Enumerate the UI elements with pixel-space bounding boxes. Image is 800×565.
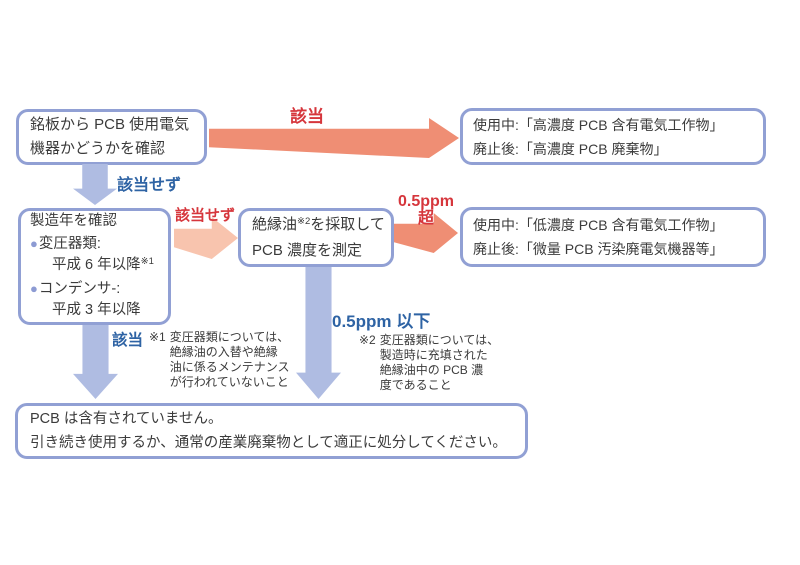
box-mfg-item1-label: 変圧器類: (38, 235, 101, 252)
footnote-1-marker: ※1 (149, 330, 166, 344)
box-manufacturing-year: 製造年を確認 ●変圧器類: 平成 6 年以降※1 ●コンデンサ-: 平成 3 年… (18, 208, 171, 325)
label-over-limit-line1: 0.5ppm (397, 193, 454, 210)
box-nameplate-line2: 機器かどうかを確認 (30, 140, 166, 157)
box-measure-line2: PCB 濃度を測定 (252, 241, 363, 259)
footnote-2-marker: ※2 (359, 333, 376, 347)
label-over-limit: 0.5ppm 超 (394, 193, 458, 227)
box-no-pcb-result: PCB は含有されていません。 引き続き使用するか、通常の産業廃棄物として適正に… (15, 403, 528, 459)
box-mfg-title: 製造年を確認 (30, 213, 117, 230)
box-low-line1: 使用中:「低濃度 PCB 含有電気工作物」 (473, 217, 724, 233)
label-applicable-top: 該当 (290, 107, 324, 126)
label-over-limit-line2: 超 (417, 210, 434, 227)
box-high-line2: 廃止後:「高濃度 PCB 廃棄物」 (473, 140, 668, 157)
label-applicable-left: 該当 (112, 332, 144, 349)
label-under-limit: 0.5ppm 以下 (332, 312, 431, 331)
box-nameplate-line1: 銘板から PCB 使用電気 (30, 116, 190, 133)
box-mfg-item2-value: 平成 3 年以降 (52, 302, 141, 319)
footnote-2: ※2 変圧器類については、 製造時に充填された 絶縁油中の PCB 濃 度である… (359, 333, 499, 393)
box-mfg-item1: ●変圧器類: (30, 233, 168, 256)
box-mfg-item2: ●コンデンサ-: (30, 278, 168, 301)
label-not-applicable-2: 該当せず (175, 207, 236, 224)
footnote-ref-2: ※2 (297, 215, 311, 227)
box-mfg-item1-value: 平成 6 年以降※1 (52, 256, 154, 274)
label-not-applicable-1: 該当せず (117, 177, 182, 194)
box-measure-concentration: 絶縁油※2を採取して PCB 濃度を測定 (238, 208, 394, 267)
box-nameplate-check: 銘板から PCB 使用電気 機器かどうかを確認 (16, 109, 207, 165)
box-result-line1: PCB は含有されていません。 (30, 411, 223, 427)
box-measure-line1: 絶縁油※2を採取して (252, 215, 385, 233)
box-low-concentration: 使用中:「低濃度 PCB 含有電気工作物」 廃止後:「微量 PCB 汚染廃電気機… (460, 207, 766, 267)
arrow-down-under-limit-icon (296, 267, 341, 399)
arrow-right-applicable-icon (209, 118, 459, 158)
bullet-icon: ● (30, 235, 38, 251)
box-high-line1: 使用中:「高濃度 PCB 含有電気工作物」 (473, 116, 724, 133)
box-high-concentration: 使用中:「高濃度 PCB 含有電気工作物」 廃止後:「高濃度 PCB 廃棄物」 (460, 108, 766, 165)
box-low-line2: 廃止後:「微量 PCB 汚染廃電気機器等」 (473, 241, 724, 257)
footnote-1: ※1 変圧器類については、 絶縁油の入替や絶縁 油に係るメンテナンス が行われて… (149, 330, 290, 390)
box-result-line2: 引き続き使用するか、通常の産業廃棄物として適正に処分してください。 (30, 435, 507, 451)
footnote-1-text: 変圧器類については、 絶縁油の入替や絶縁 油に係るメンテナンス が行われていない… (169, 330, 290, 389)
footnote-ref-1: ※1 (140, 256, 154, 268)
arrow-down-not-applicable-icon (73, 164, 117, 205)
box-mfg-item2-label: コンデンサ-: (38, 280, 121, 297)
bullet-icon: ● (30, 280, 38, 296)
footnote-2-text: 変圧器類については、 製造時に充填された 絶縁油中の PCB 濃 度であること (379, 333, 500, 392)
